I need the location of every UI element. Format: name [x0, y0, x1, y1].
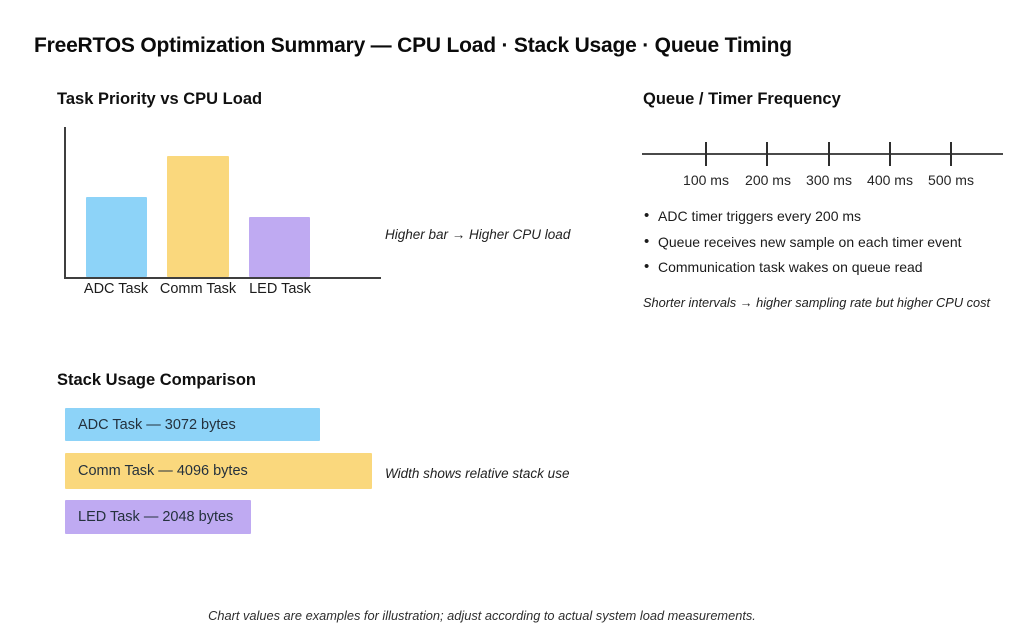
- timeline-axis-line: [642, 153, 1003, 155]
- stack-bar-comm-task: Comm Task — 4096 bytes: [65, 453, 372, 489]
- timeline-tick-label-100ms: 100 ms: [683, 172, 729, 188]
- stack-bar-adc-task: ADC Task — 3072 bytes: [65, 408, 320, 441]
- timeline-tick-300ms: [828, 142, 830, 166]
- cpu-chart-annotation: Higher bar → Higher CPU load: [385, 227, 571, 242]
- timeline-tick-label-500ms: 500 ms: [928, 172, 974, 188]
- cpu-bar-adc-task: [86, 197, 147, 277]
- cpu-chart-heading: Task Priority vs CPU Load: [57, 90, 263, 108]
- cpu-bar-label-comm-task: Comm Task: [159, 281, 237, 297]
- cpu-bar-chart: [64, 127, 381, 279]
- queue-bullet-adc-timer: ADC timer triggers every 200 ms: [644, 207, 861, 224]
- timeline-tick-100ms: [705, 142, 707, 166]
- cpu-bar-led-task: [249, 217, 310, 277]
- timeline-tick-400ms: [889, 142, 891, 166]
- cpu-chart-y-axis: [64, 127, 66, 279]
- timeline-tick-200ms: [766, 142, 768, 166]
- queue-timing-heading: Queue / Timer Frequency: [643, 90, 841, 108]
- stack-bar-label-led-task: LED Task — 2048 bytes: [78, 509, 234, 525]
- stack-bar-label-adc-task: ADC Task — 3072 bytes: [78, 416, 236, 433]
- cpu-chart-x-axis: [64, 277, 381, 279]
- queue-bullet-comm-task: Communication task wakes on queue read: [644, 258, 923, 275]
- footer-disclaimer: Chart values are examples for illustrati…: [208, 608, 756, 623]
- stack-chart-heading: Stack Usage Comparison: [57, 371, 256, 389]
- queue-timing-note: Shorter intervals → higher sampling rate…: [643, 295, 991, 310]
- cpu-bar-label-adc-task: ADC Task: [83, 281, 149, 297]
- timeline-tick-label-400ms: 400 ms: [867, 172, 913, 188]
- timeline-tick-500ms: [950, 142, 952, 166]
- page-title: FreeRTOS Optimization Summary — CPU Load…: [34, 34, 792, 57]
- timeline-tick-label-300ms: 300 ms: [806, 172, 852, 188]
- timer-frequency-timeline: [642, 142, 1003, 166]
- timeline-tick-label-200ms: 200 ms: [745, 172, 791, 188]
- stack-bar-label-comm-task: Comm Task — 4096 bytes: [78, 463, 248, 479]
- cpu-bar-comm-task: [167, 156, 229, 277]
- stack-bar-led-task: LED Task — 2048 bytes: [65, 500, 251, 534]
- cpu-bar-label-led-task: LED Task: [249, 281, 311, 297]
- queue-bullet-queue-sample: Queue receives new sample on each timer …: [644, 233, 962, 250]
- stack-chart-annotation: Width shows relative stack use: [385, 466, 570, 481]
